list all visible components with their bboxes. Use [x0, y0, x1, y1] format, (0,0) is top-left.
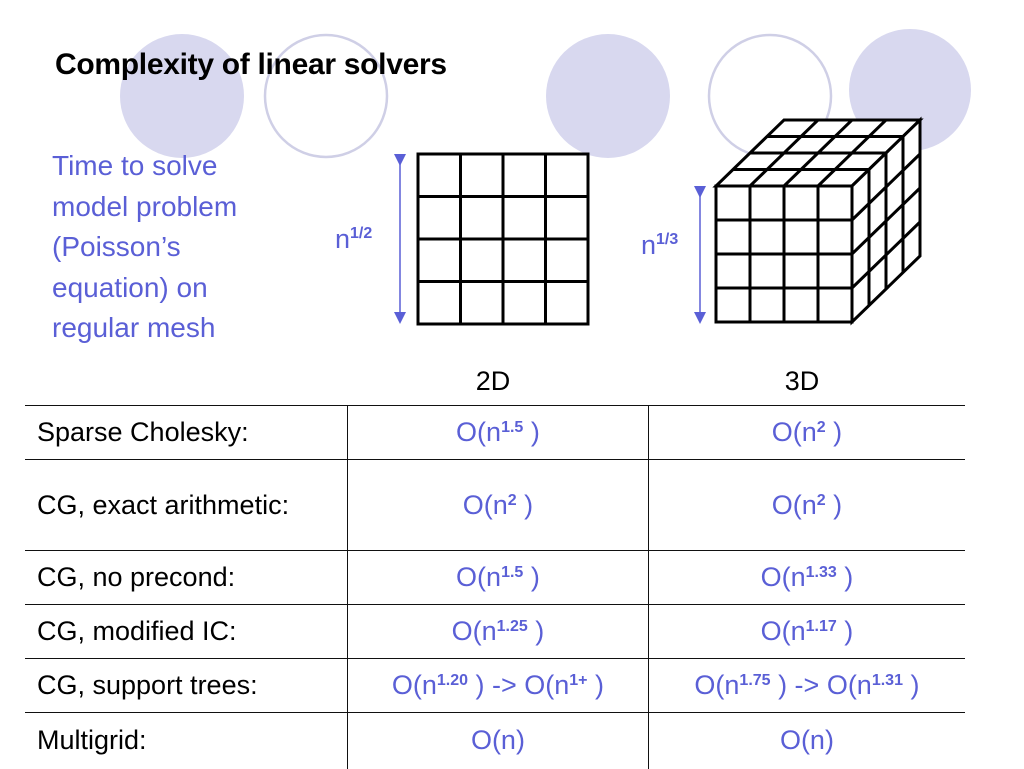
complexity-text: O(n: [456, 417, 502, 447]
table-row: CG, no precond:O(n1.5 )O(n1.33 ): [25, 550, 965, 605]
complexity-text: ): [825, 417, 843, 447]
row-label: CG, support trees:: [25, 658, 348, 713]
complexity-text: ): [523, 417, 540, 447]
mesh-label-base: n: [641, 230, 657, 260]
cube-3d: [712, 116, 924, 326]
row-label: CG, exact arithmetic:: [25, 459, 348, 551]
table-row: Sparse Cholesky:O(n1.5 )O(n2 ): [25, 405, 965, 460]
table-row: CG, exact arithmetic:O(n2 )O(n2 ): [25, 459, 965, 551]
cell-3d: O(n2 ): [647, 459, 965, 551]
mesh-size-label-3d: n1/3: [641, 230, 678, 261]
complexity-exponent: 1.20: [436, 672, 468, 689]
row-label: Multigrid:: [25, 712, 348, 769]
cell-2d: O(n1.5 ): [347, 550, 649, 605]
cell-3d: O(n1.75 ) -> O(n1.31 ): [647, 658, 965, 713]
table-row: CG, modified IC:O(n1.25 )O(n1.17 ): [25, 604, 965, 659]
complexity-text: O(n: [456, 562, 502, 592]
intro-line: equation) on: [52, 271, 208, 303]
row-label: Sparse Cholesky:: [25, 405, 348, 460]
complexity-text: ) -> O(n: [770, 670, 872, 700]
cell-3d: O(n2 ): [647, 405, 965, 460]
complexity-exponent: 1.5: [501, 419, 524, 436]
complexity-text: ): [825, 489, 843, 520]
complexity-text: O(n: [771, 489, 817, 520]
complexity-text: ) -> O(n: [468, 670, 570, 700]
complexity-exponent: 2: [816, 419, 826, 436]
decor-circle-filled: [546, 34, 670, 158]
complexity-text: ): [836, 616, 854, 646]
decor-circle-filled: [120, 34, 244, 158]
complexity-text: O(n): [779, 725, 834, 756]
complexity-table: Sparse Cholesky:O(n1.5 )O(n2 )CG, exact …: [25, 405, 965, 769]
cell-2d: O(n1.25 ): [347, 604, 649, 659]
grid-2d: [416, 152, 590, 326]
cell-2d: O(n): [347, 712, 649, 769]
cell-2d: O(n1.20 ) -> O(n1+ ): [347, 658, 649, 713]
complexity-text: O(n: [391, 670, 437, 700]
complexity-exponent: 1+: [569, 672, 588, 689]
complexity-text: O(n: [760, 616, 806, 646]
complexity-exponent: 2: [816, 491, 826, 509]
cell-2d: O(n2 ): [347, 459, 649, 551]
cell-3d: O(n1.33 ): [647, 550, 965, 605]
complexity-exponent: 1.75: [739, 672, 771, 689]
cell-3d: O(n1.17 ): [647, 604, 965, 659]
mesh-size-label-2d: n1/2: [335, 224, 372, 255]
cell-3d: O(n): [647, 712, 965, 769]
column-header-3d: 3D: [784, 366, 820, 396]
intro-line: (Poisson’s: [52, 231, 181, 262]
intro-text: Time to solve model problem (Poisson’s e…: [52, 146, 312, 349]
complexity-exponent: 1.17: [805, 618, 837, 635]
complexity-exponent: 1.25: [496, 618, 528, 635]
complexity-text: O(n): [470, 725, 525, 756]
complexity-exponent: 2: [507, 491, 517, 509]
slide-title: Complexity of linear solvers: [55, 48, 447, 81]
mesh-label-exponent: 1/2: [350, 225, 373, 242]
complexity-text: O(n: [462, 489, 508, 520]
complexity-text: O(n: [694, 670, 740, 700]
mesh-label-base: n: [335, 224, 351, 254]
complexity-text: ): [836, 562, 854, 592]
complexity-text: ): [587, 670, 605, 700]
complexity-exponent: 1.33: [805, 564, 837, 581]
complexity-text: ): [902, 670, 920, 700]
table-row: CG, support trees:O(n1.20 ) -> O(n1+ )O(…: [25, 658, 965, 713]
complexity-text: O(n: [771, 417, 817, 447]
complexity-text: O(n: [760, 562, 806, 592]
complexity-text: O(n: [451, 616, 497, 646]
row-label: CG, no precond:: [25, 550, 348, 605]
intro-line: Time to solve: [52, 150, 218, 181]
row-label: CG, modified IC:: [25, 604, 348, 659]
intro-line: regular mesh: [52, 312, 216, 343]
complexity-exponent: 1.5: [501, 564, 524, 581]
table-row: Multigrid: O(n) O(n): [25, 712, 965, 769]
complexity-text: ): [523, 562, 540, 592]
complexity-text: ): [527, 616, 545, 646]
column-header-2d: 2D: [475, 366, 511, 396]
complexity-text: ): [516, 489, 534, 520]
complexity-exponent: 1.31: [871, 672, 903, 689]
intro-line: model problem: [52, 190, 238, 222]
decor-circle-outline: [263, 33, 389, 159]
cell-2d: O(n1.5 ): [347, 405, 649, 460]
mesh-label-exponent: 1/3: [656, 231, 679, 248]
